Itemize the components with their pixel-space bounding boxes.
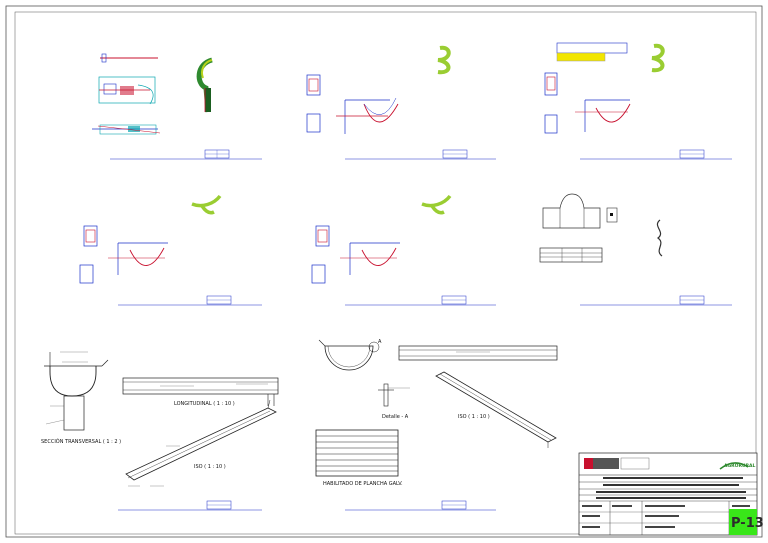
panel-7: SECCIÓN TRANSVERSAL ( 1 : 2 ) LONGITUDIN…	[41, 351, 279, 511]
caption-seccion-transversal: SECCIÓN TRANSVERSAL ( 1 : 2 )	[41, 438, 121, 445]
logo-text: AGRORURAL	[724, 463, 756, 469]
caption-iso-right: ISO ( 1 : 10 )	[458, 414, 490, 420]
panel-6	[539, 193, 732, 306]
flag-logo	[584, 458, 593, 469]
agrorural-logo: AGRORURAL	[719, 462, 756, 470]
title-block: AGRORURAL P-13	[578, 452, 764, 536]
caption-detalle: Detalle - A	[382, 414, 409, 420]
caption-iso-left: ISO ( 1 : 10 )	[194, 464, 226, 470]
panel-8: A Detalle - A ISO ( 1 : 10 ) HABILITADO …	[315, 339, 558, 511]
inner-frame	[14, 11, 757, 535]
caption-longitudinal: LONGITUDINAL ( 1 : 10 )	[174, 401, 235, 407]
panel-1	[92, 53, 262, 160]
panel-4	[79, 194, 262, 306]
outer-frame	[5, 5, 763, 538]
sheet-code-box	[729, 509, 757, 535]
caption-habilitado: HABILITADO DE PLANCHA GALV.	[323, 481, 403, 487]
panel-2	[306, 45, 496, 160]
panel-3	[544, 42, 732, 160]
detail-marker: A	[378, 339, 382, 345]
panel-5	[311, 194, 496, 306]
sheet-code: P-13	[731, 516, 764, 531]
